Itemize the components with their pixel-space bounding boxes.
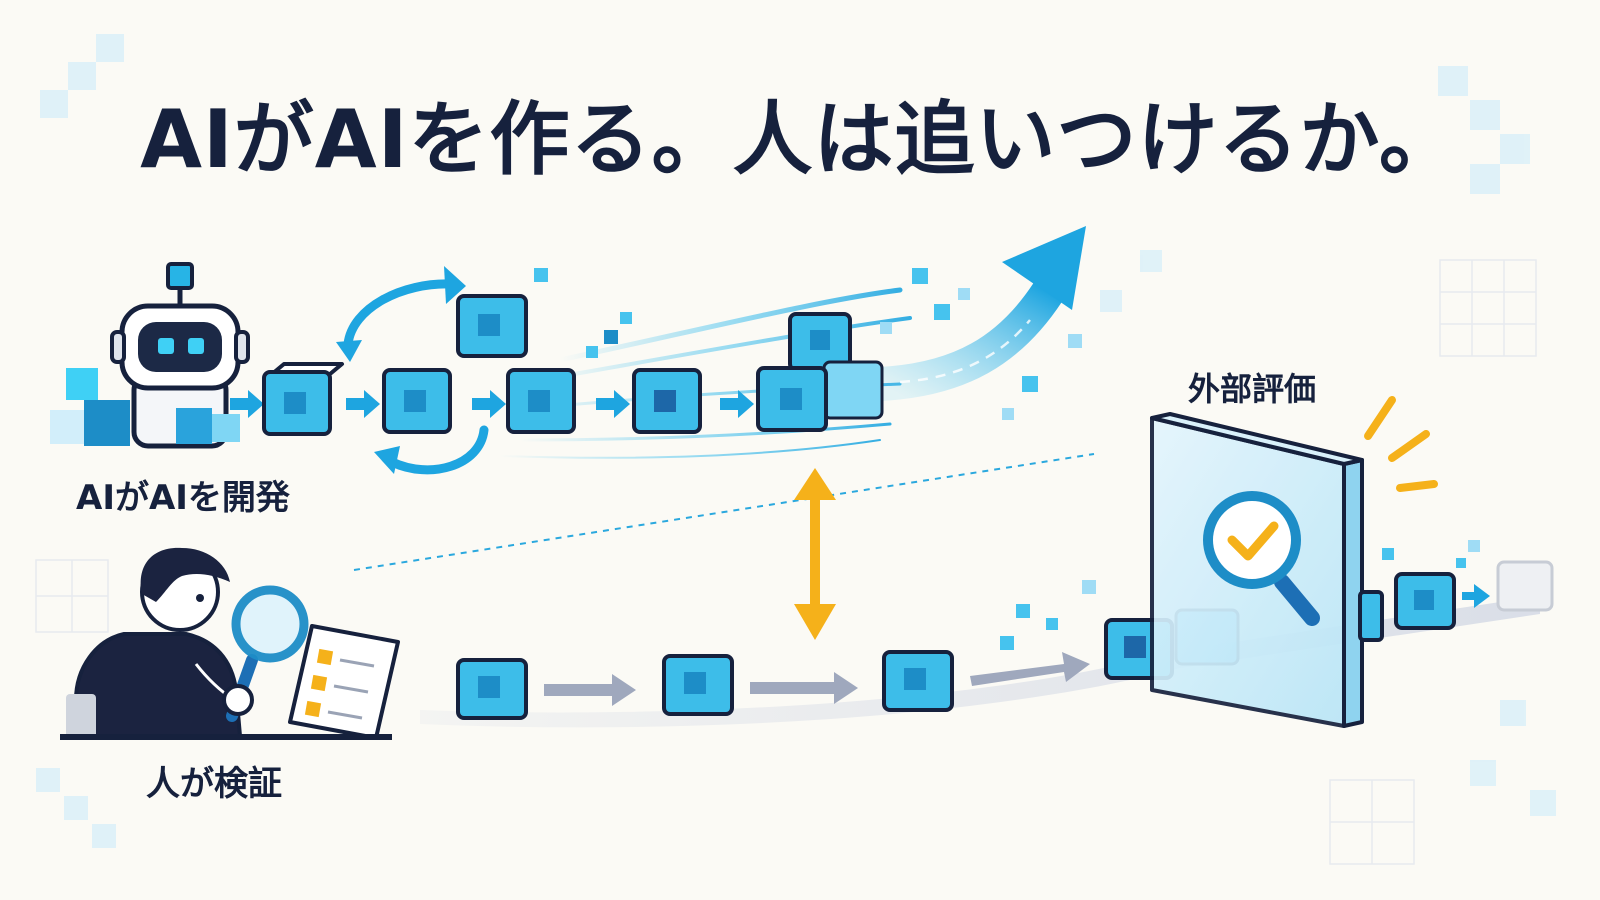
rising-arrow-icon [863, 226, 1086, 401]
label-external-evaluation: 外部評価 [1188, 370, 1317, 408]
label-ai-develops-ai: AIがAIを開発 [76, 478, 290, 518]
cycle-arrows-icon [336, 266, 489, 475]
magnifier-icon [222, 585, 309, 722]
ai-floating-pixels [534, 268, 1082, 420]
output-cubes [1358, 560, 1554, 642]
label-human-verifies: 人が検証 [146, 764, 282, 804]
human-track [420, 596, 1540, 728]
background-pixels [36, 34, 1556, 848]
page-title: AIがAIを作る。人は追いつけるか。 [140, 93, 1460, 186]
output-arrow [1462, 584, 1490, 608]
eval-floating-pixels [1000, 540, 1480, 650]
magnifier-check-icon [1203, 491, 1320, 626]
human-row-arrows [544, 652, 1090, 706]
desk [60, 734, 392, 740]
person-icon [66, 547, 243, 738]
checklist-icon [288, 624, 400, 740]
ai-row-arrows [230, 390, 754, 418]
dotted-connector [353, 453, 1095, 571]
ai-cubes [262, 294, 884, 436]
burst-icon [1364, 396, 1438, 492]
robot-icon [50, 262, 250, 449]
background-grid [35, 259, 1537, 865]
gap-arrow-icon [794, 468, 836, 640]
